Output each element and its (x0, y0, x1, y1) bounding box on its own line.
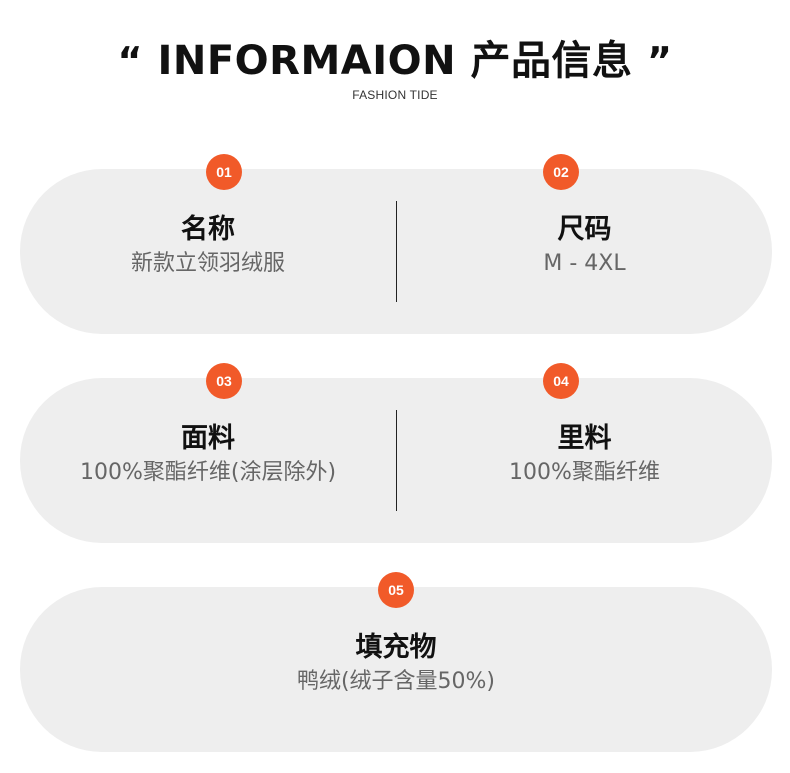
quote-close: ” (646, 39, 673, 83)
item-label: 尺码 (557, 214, 612, 245)
info-item-size: 尺码 M - 4XL (397, 213, 772, 279)
item-label: 里料 (557, 423, 612, 454)
info-item-filling: 填充物 鸭绒(绒子含量50%) (20, 631, 772, 697)
page-header: “ INFORMAION 产品信息 ” FASHION TIDE (0, 36, 790, 102)
page-subtitle: FASHION TIDE (352, 88, 438, 102)
item-value: 鸭绒(绒子含量50%) (296, 669, 496, 694)
title-text: INFORMAION 产品信息 (157, 38, 633, 84)
quote-open: “ (117, 39, 144, 83)
item-label: 面料 (181, 423, 235, 454)
number-badge-03: 03 (206, 363, 242, 399)
item-label: 填充物 (355, 632, 437, 663)
item-value: 100%聚酯纤维 (509, 460, 660, 485)
number-badge-01: 01 (206, 154, 242, 190)
number-badge-05: 05 (378, 572, 414, 608)
info-item-name: 名称 新款立领羽绒服 (20, 213, 396, 279)
item-value: M - 4XL (543, 251, 626, 276)
item-value: 100%聚酯纤维(涂层除外) (79, 460, 337, 485)
info-card-row-1: 名称 新款立领羽绒服 尺码 M - 4XL (20, 169, 772, 334)
divider (396, 201, 397, 302)
number-badge-04: 04 (543, 363, 579, 399)
divider (396, 410, 397, 511)
item-label: 名称 (181, 214, 235, 245)
info-card-row-2: 面料 100%聚酯纤维(涂层除外) 里料 100%聚酯纤维 (20, 378, 772, 543)
info-card-row-3: 填充物 鸭绒(绒子含量50%) (20, 587, 772, 752)
info-item-lining: 里料 100%聚酯纤维 (397, 422, 772, 488)
item-value: 新款立领羽绒服 (130, 251, 285, 276)
number-badge-02: 02 (543, 154, 579, 190)
page-title: “ INFORMAION 产品信息 ” (0, 36, 790, 86)
info-item-fabric: 面料 100%聚酯纤维(涂层除外) (20, 422, 396, 488)
